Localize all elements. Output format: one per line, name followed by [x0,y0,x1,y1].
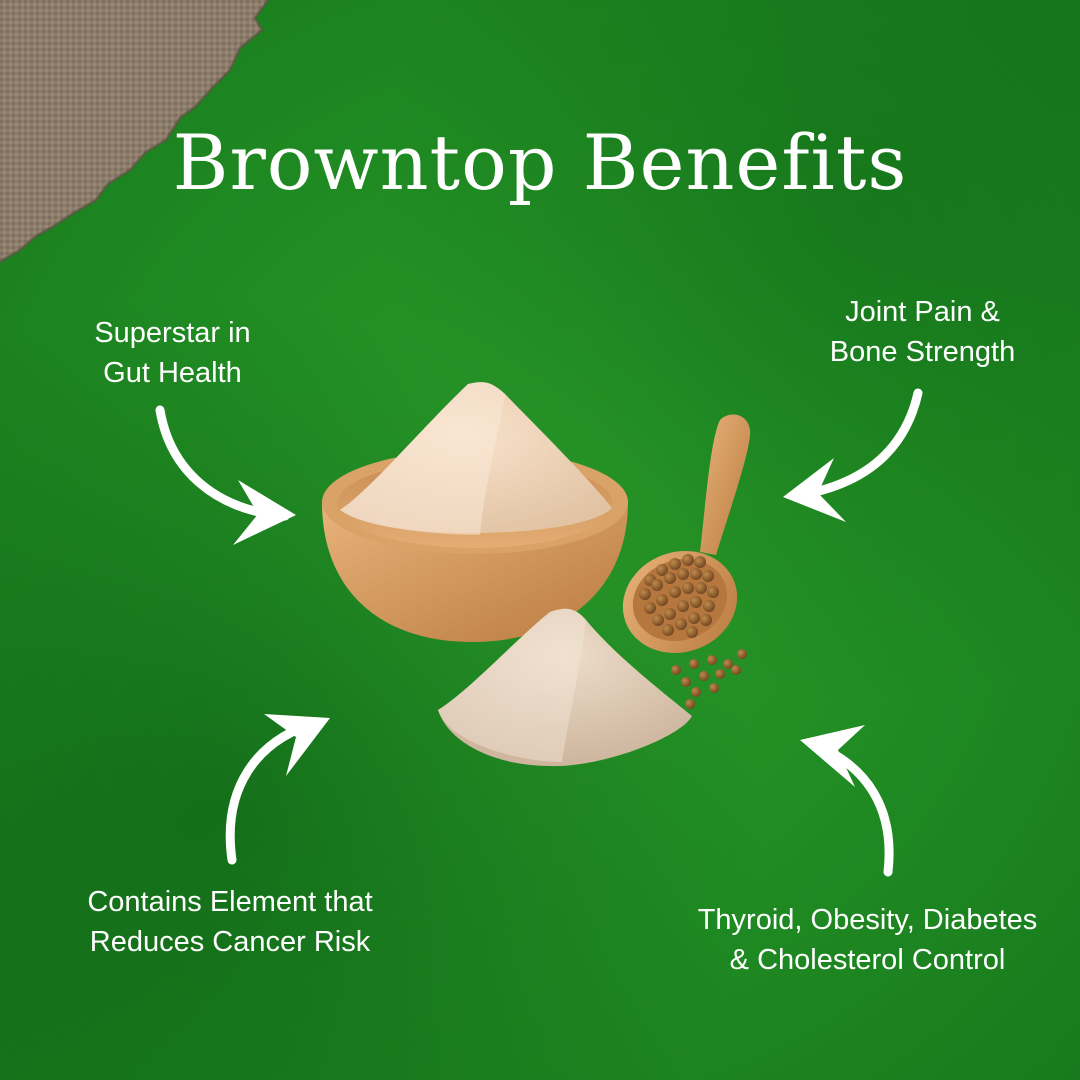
benefit-label-line: Superstar in [94,317,251,349]
benefit-label-gut-health: Superstar in Gut Health [60,313,285,393]
page-title: Browntop Benefits [172,118,908,207]
benefit-label-thyroid: Thyroid, Obesity, Diabetes & Cholesterol… [665,900,1070,980]
benefit-label-line: Thyroid, Obesity, Diabetes [697,904,1038,936]
millet-flour-icon [438,608,692,767]
benefit-label-line: Bone Strength [829,336,1016,368]
benefit-label-line: & Cholesterol Control [729,944,1006,976]
benefit-label-line: Joint Pain & [845,296,1000,328]
millet-seed-icon [639,554,747,709]
millet-product-illustration [322,382,751,767]
benefit-label-cancer-risk: Contains Element that Reduces Cancer Ris… [40,882,420,962]
benefit-label-line: Gut Health [103,357,242,389]
benefit-label-joint-pain: Joint Pain & Bone Strength [800,292,1045,372]
burlap-corner-decoration [0,0,270,264]
wooden-bowl-icon [322,382,628,642]
benefit-label-line: Contains Element that [87,886,373,918]
benefit-label-line: Reduces Cancer Risk [89,926,371,958]
wooden-spoon-icon [622,414,751,709]
